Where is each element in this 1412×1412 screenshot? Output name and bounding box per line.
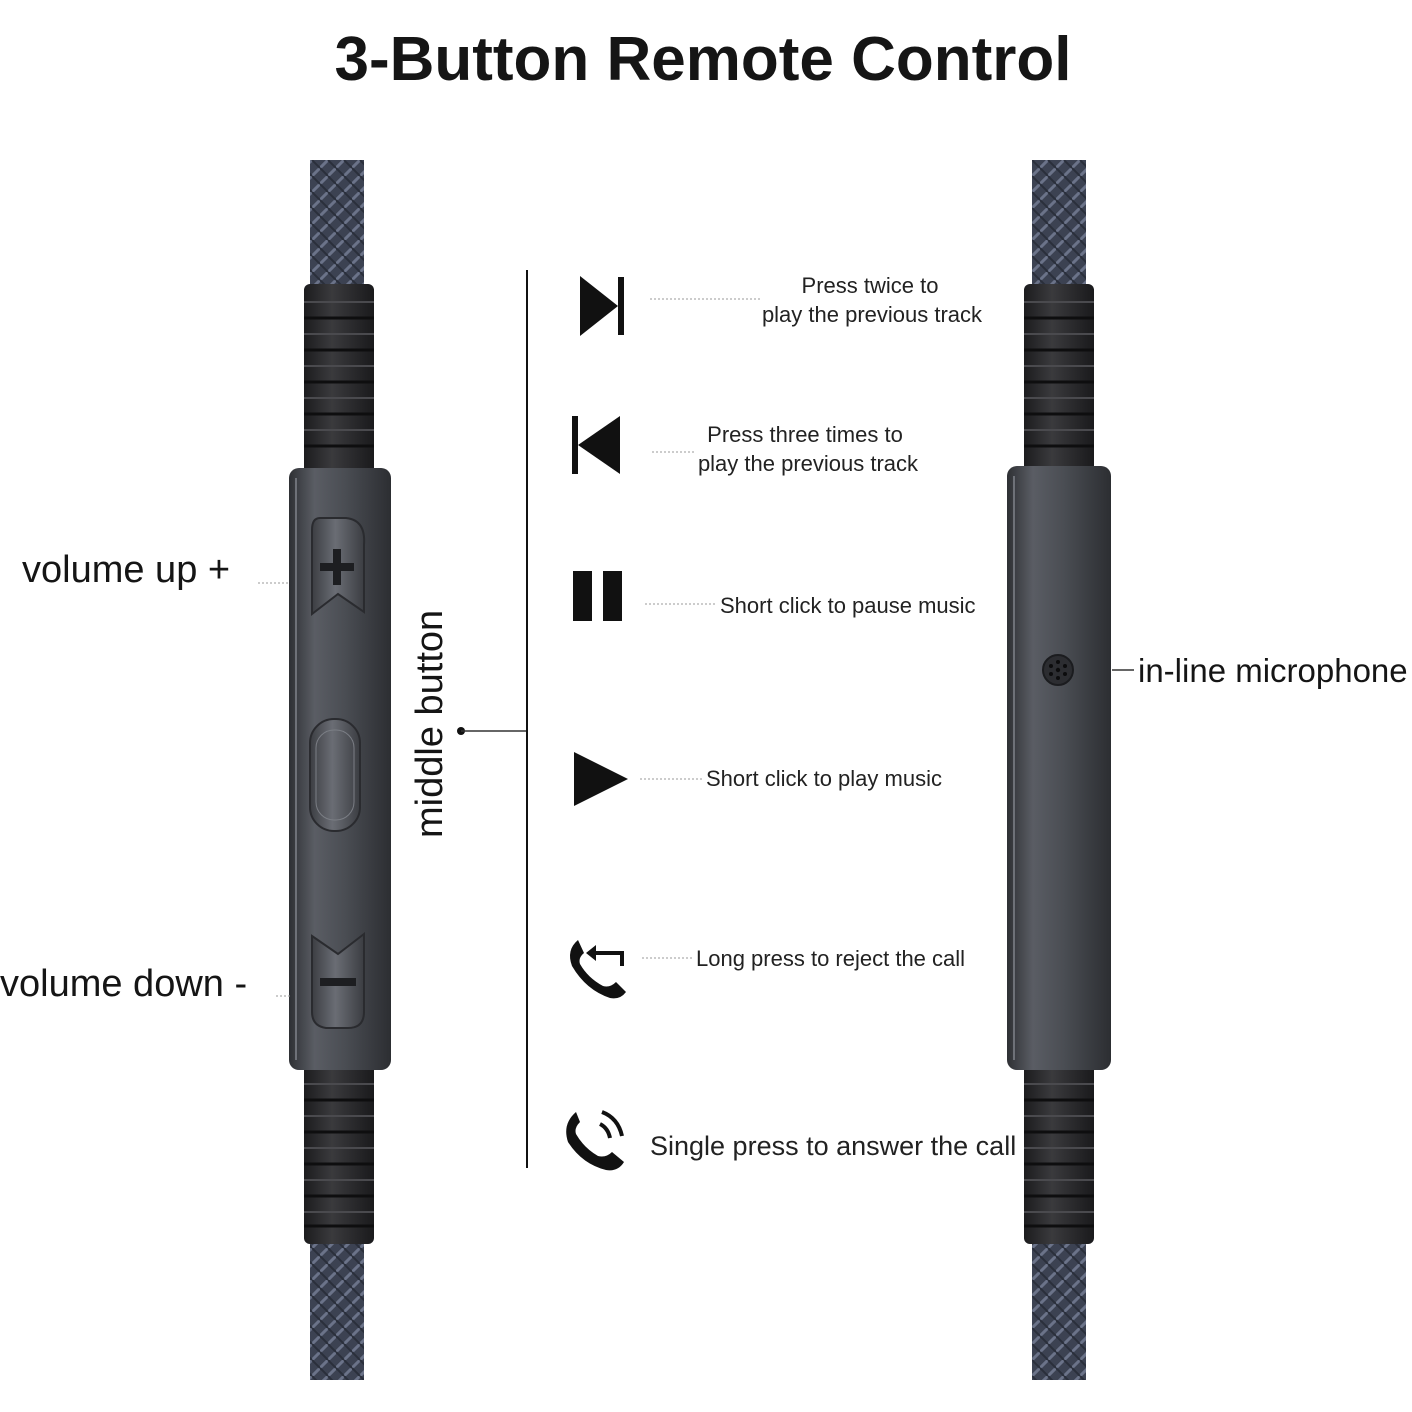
page-title: 3-Button Remote Control <box>334 25 1071 94</box>
cable-braid-top <box>1032 160 1086 290</box>
microphone-icon <box>1042 654 1074 686</box>
function-text: Short click to play music <box>706 766 942 791</box>
function-text: Press twice to <box>802 273 939 298</box>
next-track-icon <box>580 276 624 336</box>
strain-relief-bottom <box>1024 1064 1094 1244</box>
right-cable-remote <box>1007 160 1111 1380</box>
volume-up-button[interactable] <box>311 517 366 617</box>
function-row: Press three times to play the previous t… <box>572 416 919 476</box>
left-cable-remote <box>289 160 391 1380</box>
pause-icon <box>573 571 622 621</box>
cable-braid-bottom <box>1032 1240 1086 1380</box>
volume-up-label: volume up + <box>22 549 230 591</box>
cable-braid-top <box>310 160 364 290</box>
function-row: Long press to reject the call <box>570 940 965 999</box>
minus-icon <box>320 978 356 986</box>
answer-call-icon <box>566 1110 624 1171</box>
function-row: Short click to play music <box>574 752 942 806</box>
middle-button-label: middle button <box>409 610 451 838</box>
cable-braid-bottom <box>310 1240 364 1380</box>
volume-down-label: volume down - <box>0 963 247 1005</box>
volume-down-button[interactable] <box>311 931 365 1029</box>
function-text: Press three times to <box>707 422 903 447</box>
strain-relief-top <box>304 284 374 474</box>
microphone-label: in-line microphone <box>1138 652 1408 689</box>
strain-relief-bottom <box>304 1064 374 1244</box>
previous-track-icon <box>572 416 620 474</box>
function-text: Short click to pause music <box>720 593 976 618</box>
function-row: Press twice to play the previous track <box>580 273 983 336</box>
reject-call-icon <box>570 940 626 999</box>
function-row: Short click to pause music <box>573 571 976 621</box>
function-text: Long press to reject the call <box>696 946 965 971</box>
strain-relief-top <box>1024 284 1094 474</box>
plus-icon <box>320 549 354 585</box>
function-text: play the previous track <box>762 302 983 327</box>
middle-button[interactable] <box>309 718 361 832</box>
function-row: Single press to answer the call <box>566 1110 1016 1171</box>
function-text: Single press to answer the call <box>650 1131 1016 1161</box>
play-icon <box>574 752 628 806</box>
remote-body-right <box>1007 466 1111 1070</box>
function-text: play the previous track <box>698 451 919 476</box>
